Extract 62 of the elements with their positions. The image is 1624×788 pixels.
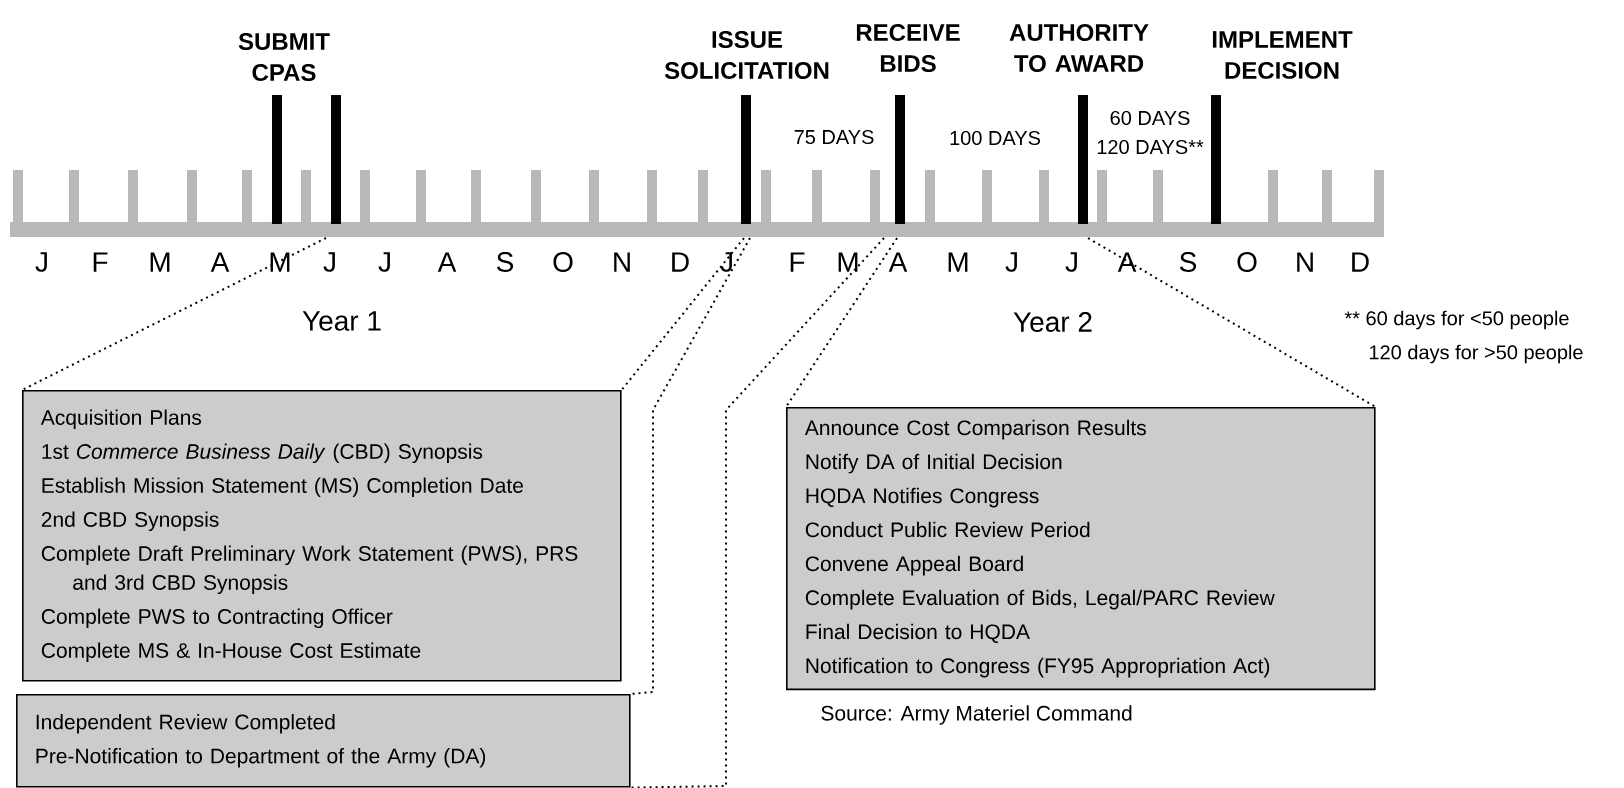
list-item: Notify DA of Initial Decision — [806, 453, 1062, 474]
milestone-label: SUBMIT CPAS — [238, 33, 330, 81]
duration-label: 60 DAYS — [1110, 110, 1190, 126]
month-label: M — [150, 252, 170, 272]
leader-line — [785, 237, 898, 408]
month-label: J — [35, 252, 47, 272]
month-label: D — [672, 252, 689, 272]
milestone-label: ISSUE SOLICITATION — [664, 31, 829, 79]
month-label: J — [323, 252, 335, 272]
list-item: Complete Draft Preliminary Work Statement (PWS), PRS and 3rd CBD Synopsis — [41, 545, 578, 595]
month-label: O — [553, 252, 573, 272]
month-label: A — [210, 252, 230, 272]
month-label: N — [1297, 252, 1313, 272]
list-item: Acquisition Plans — [40, 409, 202, 430]
month-label: A — [437, 252, 457, 272]
footnote: ** 60 days for <50 people — [1344, 310, 1569, 330]
year-label: Year 1 — [302, 311, 381, 331]
milestone-label: AUTHORITY TO AWARD — [1009, 24, 1149, 72]
list-item: Pre-Notification to Department of the Army (DA) — [36, 748, 486, 768]
month-label: J — [378, 252, 390, 272]
milestone-label: RECEIVE BIDS — [856, 24, 960, 72]
list-item: HQDA Notifies Congress — [806, 487, 1039, 508]
month-label: F — [93, 252, 108, 272]
month-label: M — [838, 252, 858, 272]
duration-label: 75 DAYS — [794, 129, 874, 145]
month-label: M — [948, 252, 968, 272]
duration-label: 100 DAYS — [950, 130, 1041, 146]
month-label: A — [1117, 252, 1137, 272]
month-label: O — [1237, 252, 1257, 272]
month-label: S — [496, 252, 514, 272]
leader-line — [1087, 237, 1377, 408]
month-label: A — [888, 252, 908, 272]
list-item: Complete PWS to Contracting Officer — [41, 608, 393, 629]
leader-line — [620, 237, 745, 391]
list-item: Announce Cost Comparison Results — [804, 419, 1146, 440]
month-label: S — [1179, 252, 1197, 272]
list-item: Notification to Congress (FY95 Appropriation Act) — [806, 657, 1270, 678]
leader-line — [21, 237, 327, 391]
activity-box — [22, 390, 622, 682]
activity-box — [16, 694, 631, 788]
month-label: J — [1065, 252, 1077, 272]
footnote: 120 days for >50 people — [1369, 344, 1583, 364]
month-label: N — [614, 252, 630, 272]
month-label: J — [720, 252, 732, 272]
month-label: F — [790, 252, 805, 272]
activity-box — [786, 407, 1376, 691]
month-label: D — [1352, 252, 1369, 272]
milestone-label: IMPLEMENT DECISION — [1212, 31, 1353, 79]
year-label: Year 2 — [1013, 312, 1092, 332]
month-label: M — [270, 252, 290, 272]
list-item: Complete Evaluation of Bids, Legal/PARC Review — [805, 589, 1275, 610]
list-item: Independent Review Completed — [36, 714, 335, 734]
list-item: 1st Commerce Business Daily (CBD) Synopsis — [42, 443, 483, 464]
duration-label: 120 DAYS** — [1097, 139, 1204, 155]
leader-line — [629, 237, 885, 788]
list-item: Convene Appeal Board — [805, 555, 1023, 576]
list-item: 2nd CBD Synopsis — [41, 511, 219, 532]
list-item: Complete MS & In-House Cost Estimate — [41, 642, 421, 663]
month-label: J — [1005, 252, 1017, 272]
list-item: Conduct Public Review Period — [805, 521, 1090, 538]
list-item: Establish Mission Statement (MS) Completion Date — [42, 477, 523, 498]
list-item: Final Decision to HQDA — [806, 623, 1030, 643]
